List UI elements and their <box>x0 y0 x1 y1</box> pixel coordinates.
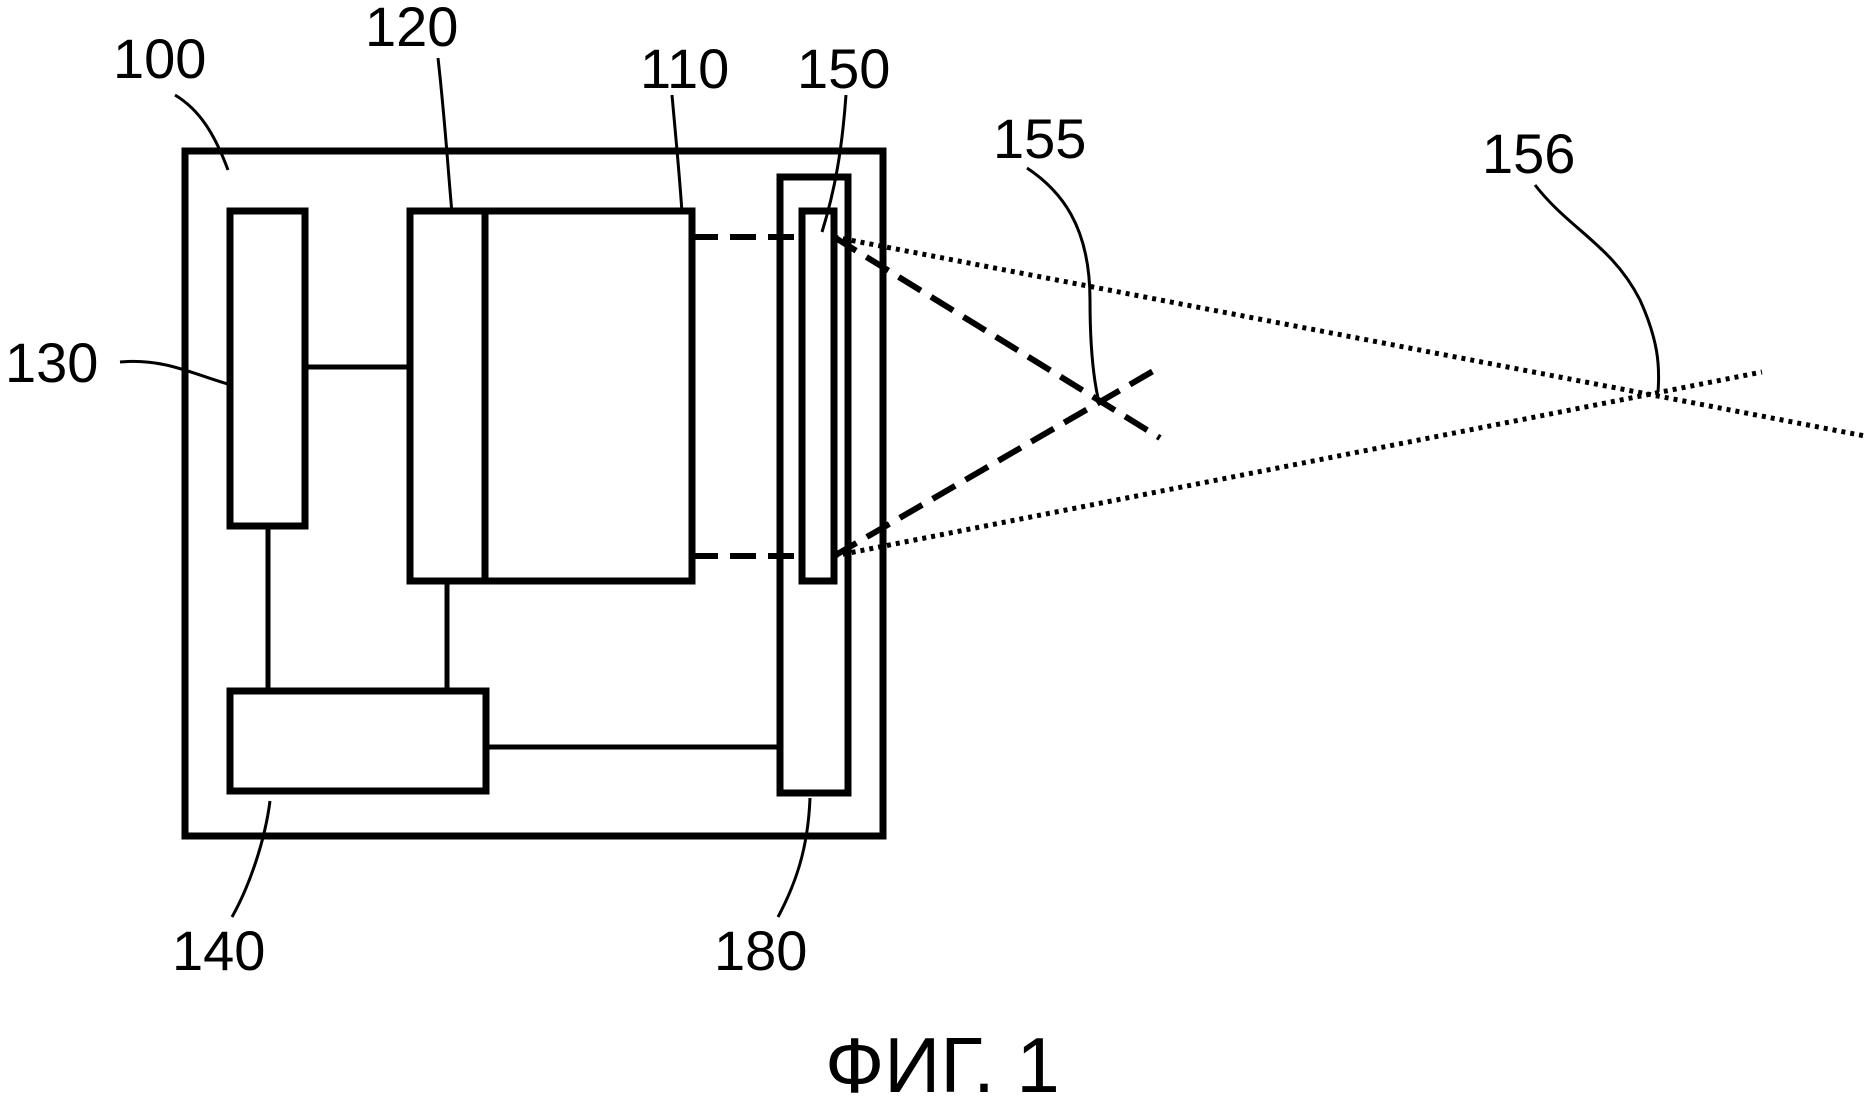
leader-100 <box>174 93 230 171</box>
leader-140 <box>230 800 272 918</box>
label-130: 130 <box>5 331 98 394</box>
leader-150 <box>820 94 848 233</box>
label-150: 150 <box>797 37 890 100</box>
label-110: 110 <box>640 37 729 100</box>
ray-dashed-upper <box>832 234 1162 441</box>
block-120 <box>406 207 489 585</box>
leader-110 <box>670 94 684 214</box>
label-156: 156 <box>1482 122 1575 185</box>
label-140: 140 <box>172 919 265 982</box>
ray-dotted-upper <box>833 234 1866 439</box>
figure-caption: ФИГ. 1 <box>825 1021 1060 1101</box>
leader-120 <box>436 57 454 214</box>
label-100: 100 <box>113 27 206 90</box>
block-130 <box>226 207 309 530</box>
leader-155 <box>1026 166 1100 399</box>
label-120: 120 <box>365 0 458 58</box>
block-110 <box>481 207 696 585</box>
label-155: 155 <box>993 107 1086 170</box>
ray-dashed-lower <box>832 367 1157 559</box>
leader-180 <box>776 797 812 918</box>
block-180 <box>776 173 852 797</box>
device-housing-100 <box>181 147 887 840</box>
leader-130 <box>119 359 229 386</box>
block-140 <box>226 687 490 795</box>
ray-dotted-lower <box>833 369 1763 559</box>
leader-156 <box>1533 184 1661 393</box>
element-150 <box>798 207 838 585</box>
label-180: 180 <box>714 919 807 982</box>
